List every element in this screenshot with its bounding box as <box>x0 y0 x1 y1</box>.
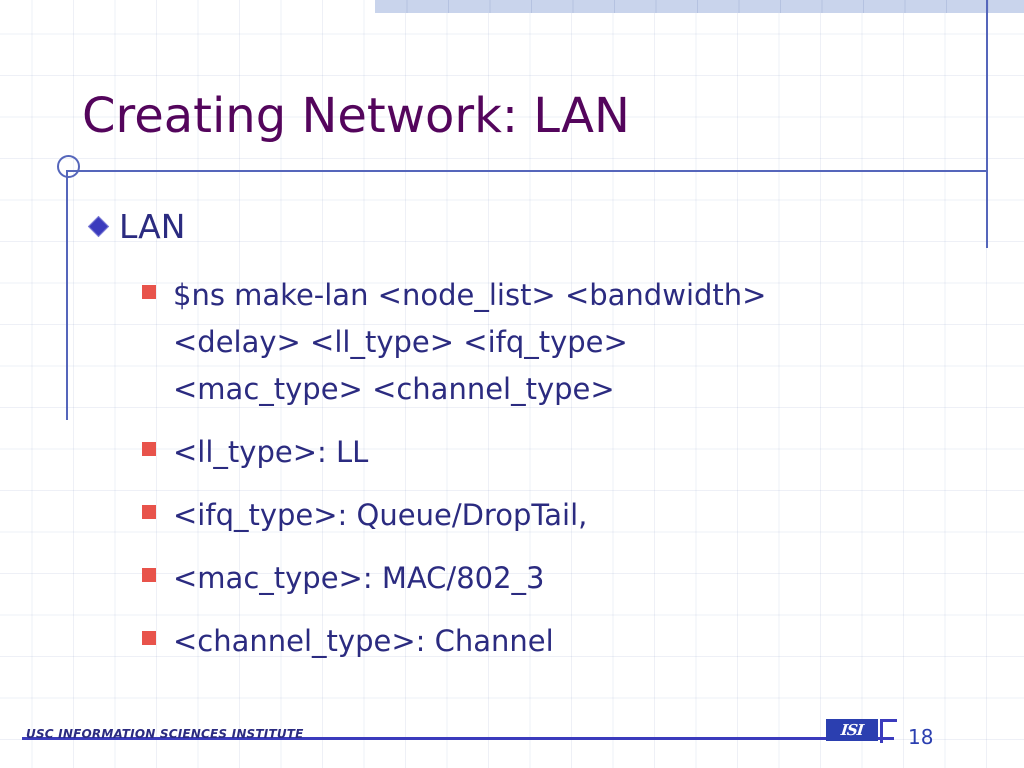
isi-logo: ISI <box>826 719 878 741</box>
list-item: $ns make-lan <node_list> <bandwidth> <de… <box>142 272 942 413</box>
slide-number: 18 <box>908 725 934 749</box>
square-bullet-icon <box>142 285 156 299</box>
list-item: <mac_type>: MAC/802_3 <box>142 555 942 602</box>
circle-decoration-icon <box>57 155 80 178</box>
list-item: <ifq_type>: Queue/DropTail, <box>142 492 942 539</box>
page-title: Creating Network: LAN <box>82 88 630 144</box>
footer-rule <box>22 737 894 740</box>
list-item: <ll_type>: LL <box>142 429 942 476</box>
list-item-label: <ll_type>: LL <box>173 435 369 469</box>
bullet-level2-list: $ns make-lan <node_list> <bandwidth> <de… <box>142 272 942 681</box>
list-item-label: <mac_type>: MAC/802_3 <box>173 561 545 595</box>
square-bullet-icon <box>142 442 156 456</box>
diamond-bullet-icon <box>87 215 110 238</box>
title-underline-rule <box>66 170 986 172</box>
list-item-label: $ns make-lan <node_list> <bandwidth> <de… <box>173 278 767 406</box>
list-item-label: <channel_type>: Channel <box>173 624 554 658</box>
list-item: <channel_type>: Channel <box>142 618 942 665</box>
right-vertical-rule <box>986 0 988 248</box>
top-band-decoration <box>375 0 1024 13</box>
top-band-grid-overlay <box>375 0 1024 13</box>
square-bullet-icon <box>142 631 156 645</box>
footer-rule-corner <box>880 719 897 743</box>
bullet-level1-label: LAN <box>119 207 186 246</box>
left-vertical-rule <box>66 170 68 420</box>
square-bullet-icon <box>142 505 156 519</box>
footer-organization: USC INFORMATION SCIENCES INSTITUTE <box>26 727 304 741</box>
list-item-label: <ifq_type>: Queue/DropTail, <box>173 498 588 532</box>
square-bullet-icon <box>142 568 156 582</box>
isi-logo-label: ISI <box>840 721 864 739</box>
bullet-level1: LAN <box>87 207 186 246</box>
